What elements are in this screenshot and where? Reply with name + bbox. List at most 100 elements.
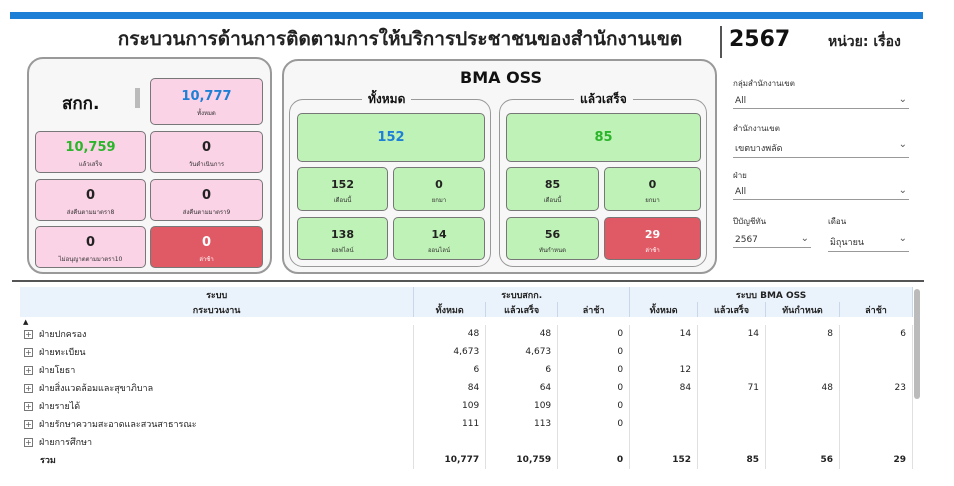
col-header-process[interactable]: กระบวนงาน ▲ [20,302,415,326]
table-cell: 14 [629,325,699,343]
sorkor-card-return-s8[interactable]: 0 ส่งคืนตามมาตรา8 [35,179,146,221]
col-header-oss-total[interactable]: ทั้งหมด [629,302,699,317]
sorkor-card-done[interactable]: 10,759 แล้วเสร็จ [35,131,146,173]
table-cell: 48 [765,379,840,397]
table-cell [765,343,840,361]
oss-done-this-month-card[interactable]: 85 เดือนนี้ [506,167,599,211]
table-cell [839,433,914,451]
plus-square-icon[interactable]: + [24,384,33,393]
oss-done-carried-card[interactable]: 0 ยกมา [604,167,701,211]
sort-up-icon[interactable]: ▲ [23,318,29,326]
row-name-cell: + ฝ่ายรายได้ [20,397,415,415]
oss-all-carried-card[interactable]: 0 ยกมา [393,167,485,211]
table-cell [765,433,840,451]
oss-all-main-card[interactable]: 152 [297,113,485,162]
row-name-cell: + ฝ่ายสิ่งแวดล้อมและสุขาภิบาล [20,379,415,397]
table-cell [557,433,631,451]
table-cell: 0 [557,361,631,379]
total-cell: 56 [765,451,840,469]
total-cell: 85 [697,451,767,469]
table-scrollbar[interactable] [914,289,920,399]
oss-done-late-card[interactable]: 29 ล่าช้า [604,217,701,260]
plus-square-icon[interactable]: + [24,366,33,375]
filter-label-division: ฝ่าย [733,171,747,180]
table-cell [629,343,699,361]
table-cell [765,397,840,415]
col-header-sorkor-done[interactable]: แล้วเสร็จ [485,302,559,317]
oss-all-label: ทั้งหมด [362,90,412,109]
row-name-cell: + ฝ่ายโยธา [20,361,415,379]
table-cell: 0 [557,325,631,343]
sorkor-indicator-bar [135,88,140,108]
top-accent-bar [10,12,923,19]
table-cell: 23 [839,379,914,397]
table-cell: 6 [413,361,487,379]
filter-month-dropdown[interactable]: มิถุนายน⌄ [828,233,909,252]
row-name-cell: +ฝ่ายการศึกษา [20,433,415,451]
section-divider [12,280,924,282]
oss-done-label: แล้วเสร็จ [574,90,633,109]
table-cell: 6 [485,361,559,379]
sorkor-card-denied-s10[interactable]: 0 ไม่อนุญาตตามมาตรา10 [35,226,146,268]
sorkor-card-total[interactable]: 10,777 ทั้งหมด [150,78,263,125]
col-header-sorkor-late[interactable]: ล่าช้า [557,302,631,317]
plus-square-icon[interactable]: + [24,420,33,429]
oss-done-main-card[interactable]: 85 [506,113,701,162]
table-cell [629,415,699,433]
table-cell [697,415,767,433]
col-header-sorkor-total[interactable]: ทั้งหมด [413,302,487,317]
filter-district-group-dropdown[interactable]: All⌄ [733,94,909,109]
table-cell [839,397,914,415]
table-cell: 84 [629,379,699,397]
table-cell: 4,673 [413,343,487,361]
header-divider [720,26,722,58]
chevron-down-icon: ⌄ [898,139,907,150]
oss-all-offline-card[interactable]: 138 ออฟไลน์ [297,217,388,260]
filter-division-dropdown[interactable]: All⌄ [733,185,909,200]
col-header-oss-done[interactable]: แล้วเสร็จ [697,302,767,317]
table-cell: 12 [629,361,699,379]
table-cell [697,433,767,451]
total-cell: 10,759 [485,451,559,469]
filter-district-dropdown[interactable]: เขตบางพลัด⌄ [733,139,909,158]
oss-all-this-month-card[interactable]: 152 เดือนนี้ [297,167,388,211]
table-cell [839,415,914,433]
group-header-oss: ระบบ BMA OSS [629,287,913,302]
total-cell: 152 [629,451,699,469]
sorkor-card-late[interactable]: 0 ล่าช้า [150,226,263,268]
row-name-label: ฝ่ายสิ่งแวดล้อมและสุขาภิบาล [39,384,154,394]
table-cell [765,415,840,433]
table-cell: 4,673 [485,343,559,361]
filter-year-dropdown[interactable]: 2567⌄ [733,233,811,248]
row-name-label: ฝ่ายโยธา [39,366,76,376]
plus-square-icon[interactable]: + [24,348,33,357]
table-cell [697,361,767,379]
page-title: กระบวนการด้านการติดตามการให้บริการประชาช… [117,28,683,50]
sorkor-card-return-s9[interactable]: 0 ส่งคืนตามมาตรา9 [150,179,263,221]
table-cell [629,397,699,415]
row-name-label: ฝ่ายรายได้ [39,402,81,412]
chevron-down-icon: ⌄ [800,233,809,244]
sorkor-card-in-progress[interactable]: 0 วันดำเนินการ [150,131,263,173]
table-cell: 71 [697,379,767,397]
plus-square-icon[interactable]: + [24,330,33,339]
table-row[interactable]: +ฝ่ายการศึกษา [20,433,914,451]
col-header-oss-on-time[interactable]: ทันกำหนด [765,302,840,317]
filter-label-district-group: กลุ่มสำนักงานเขต [733,79,795,88]
row-name-label: ฝ่ายรักษาความสะอาดและสวนสาธารณะ [39,420,197,430]
plus-square-icon[interactable]: + [24,402,33,411]
row-name-label: ฝ่ายทะเบียน [39,348,86,358]
table-cell: 111 [413,415,487,433]
plus-square-icon[interactable]: + [24,438,33,447]
oss-done-on-time-card[interactable]: 56 ทันกำหนด [506,217,599,260]
chevron-down-icon: ⌄ [898,233,907,244]
oss-all-online-card[interactable]: 14 ออนไลน์ [393,217,485,260]
col-header-oss-late[interactable]: ล่าช้า [839,302,914,317]
